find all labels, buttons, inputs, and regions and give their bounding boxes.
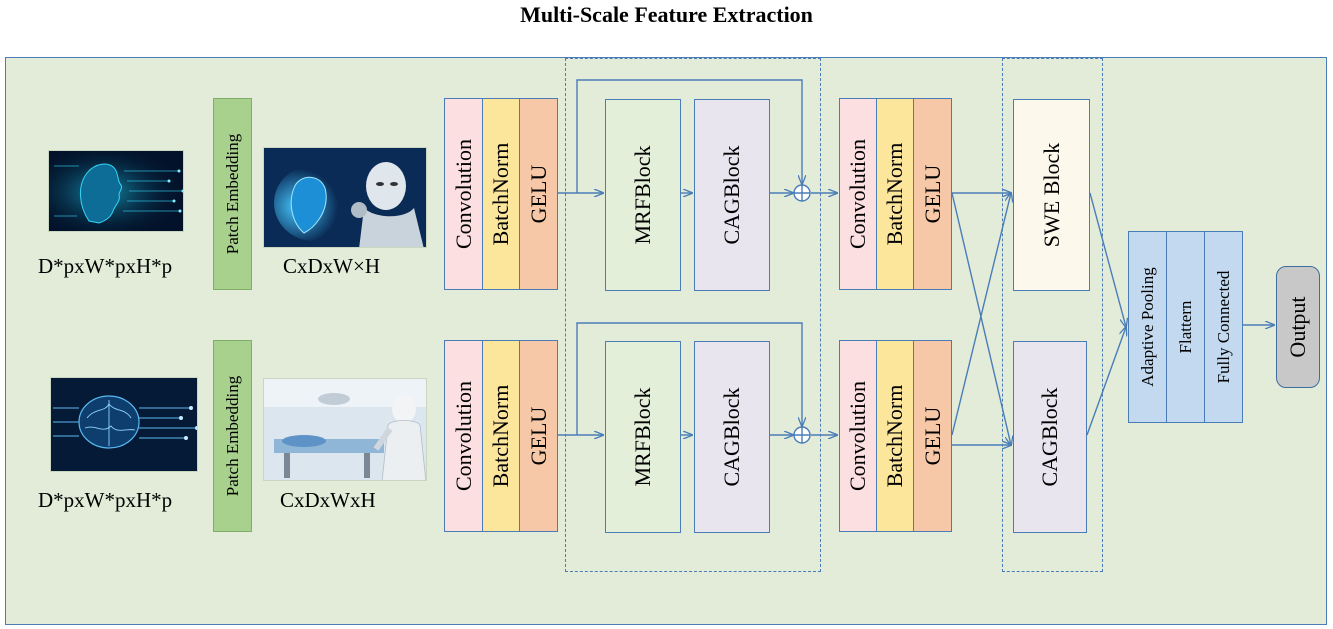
cag-block-bottom: CAGBlock [694,341,770,533]
cag-block-branch: CAGBlock [1013,341,1087,533]
robot-surgery-image [263,378,427,481]
embedding-dims-label-top: CxDxW×H [283,254,381,278]
conv2-bottom-batchnorm: BatchNorm [876,340,914,532]
swe-block: SWE Block [1013,99,1090,291]
patch-embedding-top: Patch Embedding [213,98,252,290]
arrow-swe-to-pool [1089,192,1126,327]
swe-cag-group [1002,58,1103,572]
embedding-dims-label-bottom: CxDxWxH [280,488,376,512]
conv2-top-gelu: GELU [913,98,952,290]
cag-block-top: CAGBlock [694,99,770,291]
flatten: Flattern [1166,231,1205,423]
conv1-bottom-gelu: GELU [519,340,558,532]
arrow-bottom-to-swe [951,193,1011,436]
input-dims-label-bottom: D*pxW*pxH*p [38,488,173,512]
mrf-cag-group [565,58,821,572]
conv1-top-convolution: Convolution [444,98,483,290]
diagram-title: Multi-Scale Feature Extraction [520,2,813,27]
arrow-top-to-cag [951,192,1011,445]
add-node-bottom [793,426,811,444]
ai-face-image [48,150,184,232]
output-node: Output [1276,266,1320,388]
conv2-bottom-gelu: GELU [913,340,952,532]
skip-top [576,79,802,193]
fully-connected: Fully Connected [1204,231,1243,423]
conv1-top-batchnorm: BatchNorm [482,98,520,290]
conv1-bottom-batchnorm: BatchNorm [482,340,520,532]
mrf-block-top: MRFBlock [605,99,681,291]
conv2-top-convolution: Convolution [839,98,877,290]
add-node-top [793,184,811,202]
mrf-block-bottom: MRFBlock [605,341,681,533]
input-dims-label-top: D*pxW*pxH*p [38,254,173,278]
patch-embedding-bottom: Patch Embedding [213,340,252,532]
conv1-top-gelu: GELU [519,98,558,290]
robot-heart-image [263,147,427,248]
skip-bottom [576,322,802,435]
arrow-cag-to-pool [1086,327,1126,436]
ai-brain-image [50,377,198,472]
